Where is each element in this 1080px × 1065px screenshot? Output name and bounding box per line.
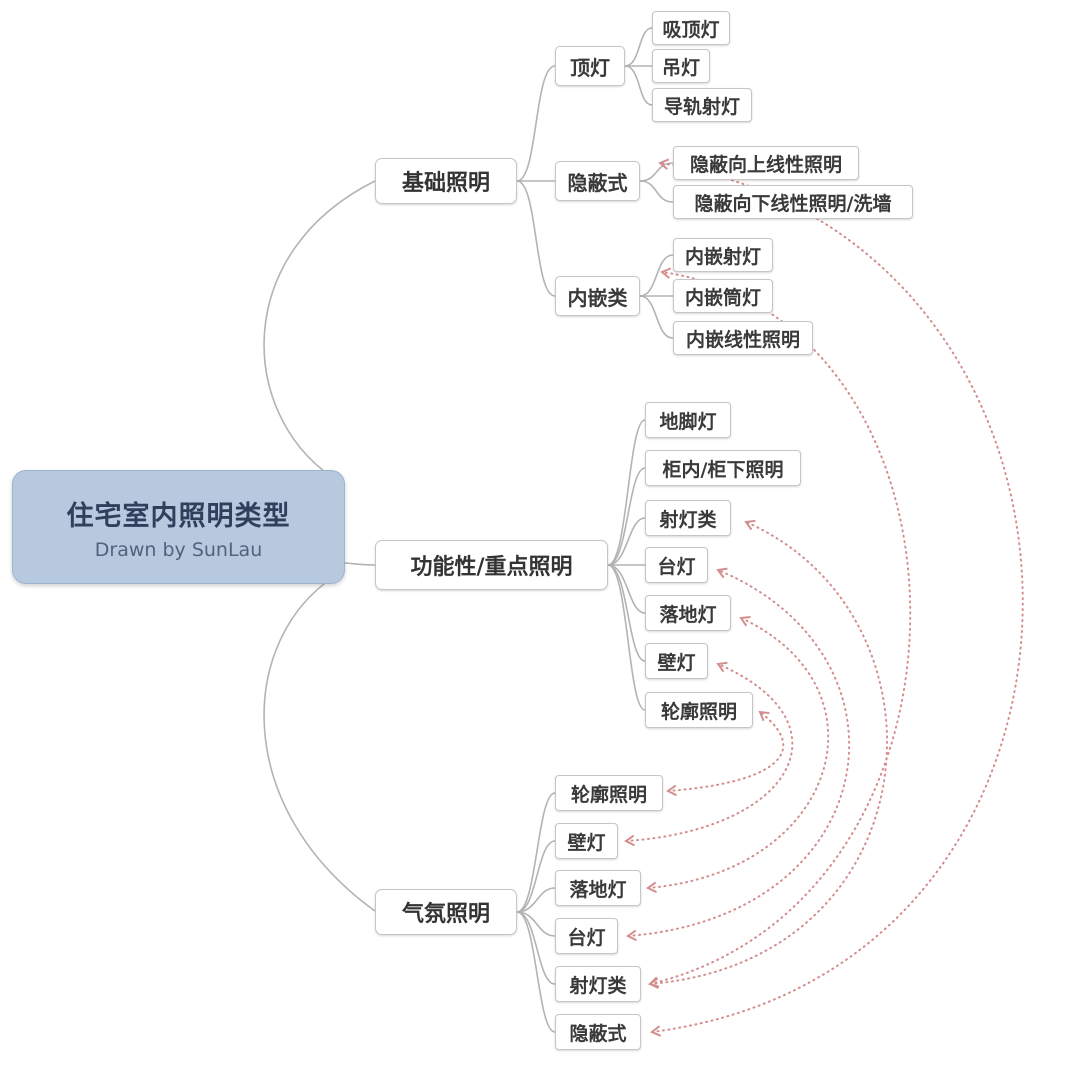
tree-connector <box>516 911 556 1033</box>
tree-connector <box>639 162 674 182</box>
tree-connector <box>607 517 646 566</box>
branch-basic-lighting[interactable]: 基础照明 <box>375 158 517 204</box>
relationship-arrow-contour <box>666 710 785 797</box>
node-recessed[interactable]: 内嵌类 <box>555 276 640 316</box>
tree-connector <box>263 180 376 478</box>
tree-connector <box>639 295 674 339</box>
node-contour-lighting-ambient[interactable]: 轮廓照明 <box>555 775 663 811</box>
node-concealed-downlight-linear-wallwash[interactable]: 隐蔽向下线性照明/洗墙 <box>673 185 913 219</box>
tree-connector <box>624 27 653 67</box>
tree-connector <box>344 562 376 566</box>
node-table-lamp-ambient[interactable]: 台灯 <box>555 918 618 954</box>
node-recessed-linear[interactable]: 内嵌线性照明 <box>673 321 813 355</box>
tree-connector <box>516 911 556 985</box>
node-wall-lamp-ambient[interactable]: 壁灯 <box>555 823 618 859</box>
node-spotlight-type-functional[interactable]: 射灯类 <box>645 500 731 536</box>
tree-connector <box>263 577 376 912</box>
tree-connector <box>516 840 556 913</box>
node-cabinet-lighting[interactable]: 柜内/柜下照明 <box>645 450 801 486</box>
relationship-arrow-wall-lamp <box>624 661 794 847</box>
branch-ambient-lighting[interactable]: 气氛照明 <box>375 889 517 935</box>
node-foot-lamp[interactable]: 地脚灯 <box>645 402 731 438</box>
root-title: 住宅室内照明类型 <box>66 500 291 532</box>
node-concealed-ambient[interactable]: 隐蔽式 <box>555 1014 641 1050</box>
node-concealed[interactable]: 隐蔽式 <box>555 161 640 201</box>
node-wall-lamp-functional[interactable]: 壁灯 <box>645 643 708 679</box>
branch-functional-accent-lighting[interactable]: 功能性/重点照明 <box>375 540 608 590</box>
root-topic[interactable]: 住宅室内照明类型 Drawn by SunLau <box>12 470 345 584</box>
node-floor-lamp-functional[interactable]: 落地灯 <box>645 595 731 631</box>
node-ceiling-mounted-lamp[interactable]: 吸顶灯 <box>652 11 730 45</box>
tree-connector <box>624 65 653 106</box>
node-top-lamp[interactable]: 顶灯 <box>555 46 625 86</box>
tree-connector <box>639 254 674 297</box>
node-spotlight-type-ambient[interactable]: 射灯类 <box>555 966 641 1002</box>
tree-connector <box>639 180 674 203</box>
node-recessed-spotlight[interactable]: 内嵌射灯 <box>673 238 773 272</box>
node-recessed-downlight[interactable]: 内嵌筒灯 <box>673 279 773 313</box>
tree-connector <box>607 564 646 662</box>
node-table-lamp-functional[interactable]: 台灯 <box>645 547 708 583</box>
relationship-arrow-spotlight <box>648 519 889 990</box>
node-floor-lamp-ambient[interactable]: 落地灯 <box>555 870 641 906</box>
relationship-arrow-concealed <box>650 158 1024 1037</box>
node-concealed-uplight-linear[interactable]: 隐蔽向上线性照明 <box>673 146 859 180</box>
tree-connector <box>607 467 646 566</box>
tree-connector <box>516 180 556 297</box>
tree-connector <box>516 65 556 182</box>
tree-connector <box>516 792 556 913</box>
node-pendant-lamp[interactable]: 吊灯 <box>652 49 710 83</box>
root-subtitle: Drawn by SunLau <box>94 538 263 561</box>
node-contour-lighting-functional[interactable]: 轮廓照明 <box>645 692 753 728</box>
tree-connector <box>516 887 556 913</box>
node-track-spotlight[interactable]: 导轨射灯 <box>652 88 752 122</box>
tree-connector <box>607 419 646 566</box>
